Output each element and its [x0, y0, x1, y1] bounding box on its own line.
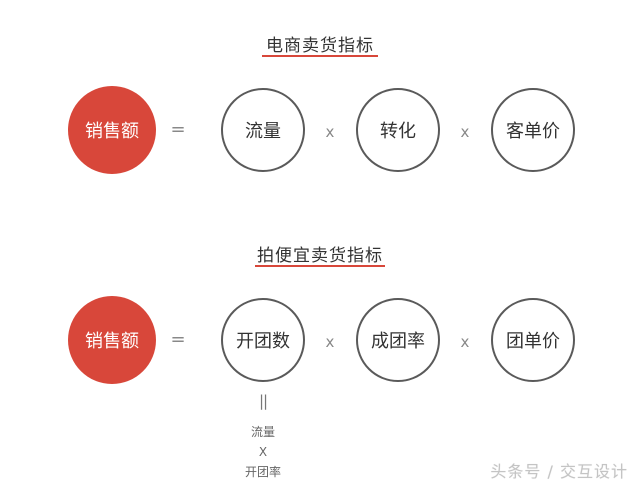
section-2-result-label: 销售额: [85, 331, 139, 352]
section-2-factor-2-label: 成团率: [371, 331, 425, 352]
breakdown-equals-sign: ||: [258, 392, 268, 410]
watermark-text: 头条号 / 交互设计: [490, 462, 628, 481]
section-1-title: 电商卖货指标: [266, 36, 374, 56]
section-1-factor-1-label: 流量: [245, 121, 281, 142]
section-2-factor-1-circle: 开团数: [221, 298, 305, 382]
section-2-result-circle: 销售额: [68, 296, 156, 384]
section-2-factor-2-circle: 成团率: [356, 298, 440, 382]
section-2-title: 拍便宜卖货指标: [257, 246, 383, 266]
breakdown-top-label: 流量: [250, 425, 275, 439]
section-1-factor-2-circle: 转化: [356, 88, 440, 172]
section-1-result-label: 销售额: [85, 121, 139, 142]
section-2-multiply-sign-1: x: [325, 333, 335, 351]
section-1-multiply-sign-1: x: [325, 123, 335, 141]
section-1-equals-sign: =: [170, 119, 186, 140]
section-1-result-circle: 销售额: [68, 86, 156, 174]
section-2-factor-3-circle: 团单价: [491, 298, 575, 382]
section-2-equals-sign: =: [170, 329, 186, 350]
section-1-factor-3-label: 客单价: [506, 121, 560, 142]
section-1-factor-3-circle: 客单价: [491, 88, 575, 172]
section-2-title-underline: [255, 265, 385, 267]
section-2-multiply-sign-2: x: [460, 333, 470, 351]
section-1-factor-1-circle: 流量: [221, 88, 305, 172]
section-2-factor-1-label: 开团数: [236, 331, 290, 352]
section-1-factor-2-label: 转化: [380, 121, 416, 142]
section-2-factor-3-label: 团单价: [506, 331, 560, 352]
section-1-title-underline: [262, 55, 378, 57]
breakdown-operator: X: [258, 445, 268, 459]
section-1-multiply-sign-2: x: [460, 123, 470, 141]
breakdown-bottom-label: 开团率: [244, 465, 281, 479]
